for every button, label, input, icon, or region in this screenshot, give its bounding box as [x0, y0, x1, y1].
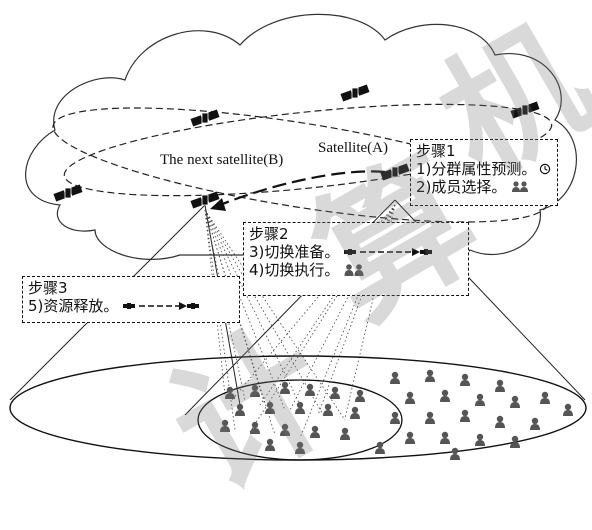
step3-title: 步骤3 [28, 279, 68, 297]
step1-line1: 1)分群属性预测。 [416, 160, 537, 178]
user-group-icon [344, 264, 364, 276]
handover-arrow-icon [344, 248, 433, 256]
step2-line1: 3)切换准备。 [249, 243, 340, 261]
step1-line2: 2)成员选择。 [416, 178, 507, 196]
user-group-outer [375, 369, 573, 460]
step3-box: 步骤3 5)资源释放。 [22, 276, 240, 323]
handover-arrow [219, 170, 386, 207]
handover-diagram: Satellite(A) The next satellite(B) 步骤1 1… [9, 0, 592, 523]
clock-icon [540, 163, 551, 175]
orbit-a [63, 103, 553, 197]
step1-title: 步骤1 [416, 142, 456, 160]
user-group-selected [220, 381, 365, 454]
handover-arrow-icon [123, 302, 200, 310]
step2-line2: 4)切换执行。 [249, 261, 340, 279]
step2-title: 步骤2 [249, 225, 289, 243]
step3-line1: 5)资源释放。 [28, 297, 119, 315]
step2-box: 步骤2 3)切换准备。 4)切换执行。 [243, 222, 469, 296]
handover-arrow-head [210, 198, 226, 211]
label-satellite-a: Satellite(A) [318, 140, 388, 156]
label-next-satellite: The next satellite(B) [160, 152, 283, 168]
step1-box: 步骤1 1)分群属性预测。 2)成员选择。 [410, 139, 558, 206]
user-group-icon [512, 181, 529, 192]
ground-coverage-inner [197, 379, 403, 461]
